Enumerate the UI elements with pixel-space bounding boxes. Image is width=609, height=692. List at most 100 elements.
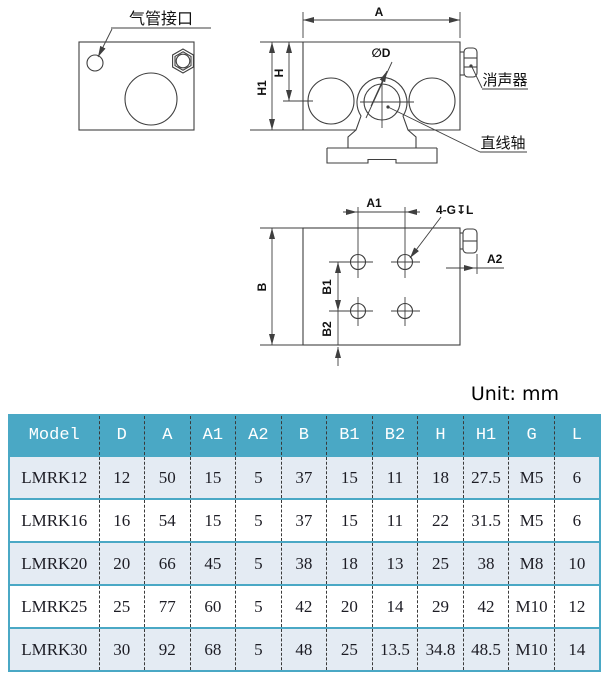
muffler-leader-dot — [469, 64, 473, 68]
table-cell: 60 — [189, 584, 236, 628]
column-header-b1: B1 — [326, 415, 373, 456]
table-cell: 20 — [326, 584, 373, 628]
table-cell: 77 — [144, 584, 191, 628]
dim-a1-label: A1 — [366, 196, 382, 210]
table-row-lmrk12: LMRK12 12 50 15 5 37 15 11 18 27.5 M5 6 — [9, 455, 600, 499]
table-cell: 14 — [553, 627, 600, 671]
dim-b2: B2 — [320, 311, 341, 366]
table-cell: 11 — [371, 455, 418, 499]
muffler-callout: 消声器 — [482, 71, 527, 89]
air-port-callout: 气管接口 — [129, 10, 193, 28]
column-header-d: D — [98, 415, 145, 456]
table-cell: 38 — [462, 541, 509, 585]
dim-a-label: A — [375, 5, 384, 19]
spec-table: Model D A A1 A2 B B1 B2 H H1 G L LMRK12 … — [8, 414, 601, 672]
table-cell: LMRK12 — [9, 455, 99, 499]
column-header-model: Model — [9, 415, 99, 456]
muffler-fitting — [460, 228, 478, 254]
side-view: 气管接口 — [78, 10, 211, 131]
table-cell: LMRK25 — [9, 584, 99, 628]
dim-a2: A2 — [446, 252, 504, 274]
table-cell: M8 — [508, 541, 555, 585]
table-cell: 25 — [417, 541, 464, 585]
unit-label: Unit: mm — [470, 383, 559, 405]
table-cell: 37 — [280, 455, 327, 499]
table-cell: 15 — [189, 498, 236, 542]
table-cell: LMRK30 — [9, 627, 99, 671]
left-bore-circle — [307, 77, 355, 125]
dim-b-label: B — [255, 282, 269, 291]
hex-nut-outer — [172, 48, 194, 74]
hex-nut-bore — [175, 53, 191, 69]
table-cell: 25 — [326, 627, 373, 671]
pedestal-base — [326, 147, 438, 164]
table-cell: 5 — [235, 627, 282, 671]
dim-a: A — [302, 5, 461, 38]
dim-h-label: H — [272, 69, 286, 78]
shaft-leader — [387, 106, 481, 153]
technical-drawing: 气管接口 消声器 — [78, 5, 528, 366]
table-cell: 25 — [98, 584, 145, 628]
table-cell: 92 — [144, 627, 191, 671]
pedestal-neck — [347, 129, 417, 148]
table-cell: M5 — [508, 455, 555, 499]
table-cell: 20 — [98, 541, 145, 585]
dim-h1-label: H1 — [255, 80, 269, 96]
column-header-l: L — [553, 415, 600, 456]
table-cell: 13 — [371, 541, 418, 585]
table-cell: M10 — [508, 627, 555, 671]
column-header-a2: A2 — [235, 415, 282, 456]
hex-nut-inner — [174, 51, 192, 71]
thread-note: 4-G↧L — [409, 203, 473, 259]
table-cell: 38 — [280, 541, 327, 585]
dim-h1: H1 — [250, 41, 303, 131]
dim-b1-label: B1 — [320, 279, 334, 295]
table-cell: 16 — [98, 498, 145, 542]
block-outline — [78, 41, 195, 131]
table-cell: 15 — [326, 498, 373, 542]
air-port-leader — [97, 28, 113, 58]
table-cell: 11 — [371, 498, 418, 542]
column-header-h1: H1 — [462, 415, 509, 456]
table-cell: LMRK20 — [9, 541, 99, 585]
column-header-a1: A1 — [189, 415, 236, 456]
dim-a1: A1 — [343, 196, 420, 215]
table-cell: 31.5 — [462, 498, 509, 542]
hole-crosshairs — [329, 207, 420, 326]
table-cell: 54 — [144, 498, 191, 542]
table-cell: 34.8 — [417, 627, 464, 671]
table-row-lmrk16: LMRK16 16 54 15 5 37 15 11 22 31.5 M5 6 — [9, 498, 600, 542]
table-cell: 10 — [553, 541, 600, 585]
linear-shaft-callout: 直线轴 — [480, 135, 525, 152]
table-row-lmrk20: LMRK20 20 66 45 5 38 18 13 25 38 M8 10 — [9, 541, 600, 585]
table-cell: 27.5 — [462, 455, 509, 499]
muffler-fitting — [460, 47, 478, 78]
table-cell: 14 — [371, 584, 418, 628]
table-cell: 37 — [280, 498, 327, 542]
table-cell: 5 — [235, 498, 282, 542]
table-cell: 68 — [189, 627, 236, 671]
table-cell: 50 — [144, 455, 191, 499]
table-row-lmrk30: LMRK30 30 92 68 5 48 25 13.5 34.8 48.5 M… — [9, 627, 600, 671]
column-header-b2: B2 — [371, 415, 418, 456]
table-cell: 13.5 — [371, 627, 418, 671]
table-cell: 18 — [417, 455, 464, 499]
column-header-h: H — [417, 415, 464, 456]
table-cell: 6 — [553, 498, 600, 542]
table-cell: 29 — [417, 584, 464, 628]
column-header-b: B — [280, 415, 327, 456]
dim-b1: B1 — [320, 262, 341, 311]
table-cell: 45 — [189, 541, 236, 585]
table-cell: 12 — [98, 455, 145, 499]
table-cell: 42 — [462, 584, 509, 628]
table-cell: 66 — [144, 541, 191, 585]
table-cell: 22 — [417, 498, 464, 542]
table-cell: 18 — [326, 541, 373, 585]
table-cell: 5 — [235, 541, 282, 585]
table-cell: M10 — [508, 584, 555, 628]
table-cell: 5 — [235, 584, 282, 628]
table-cell: 5 — [235, 455, 282, 499]
dim-d-label: ∅D — [372, 46, 391, 60]
thread-note-leader — [409, 216, 442, 259]
